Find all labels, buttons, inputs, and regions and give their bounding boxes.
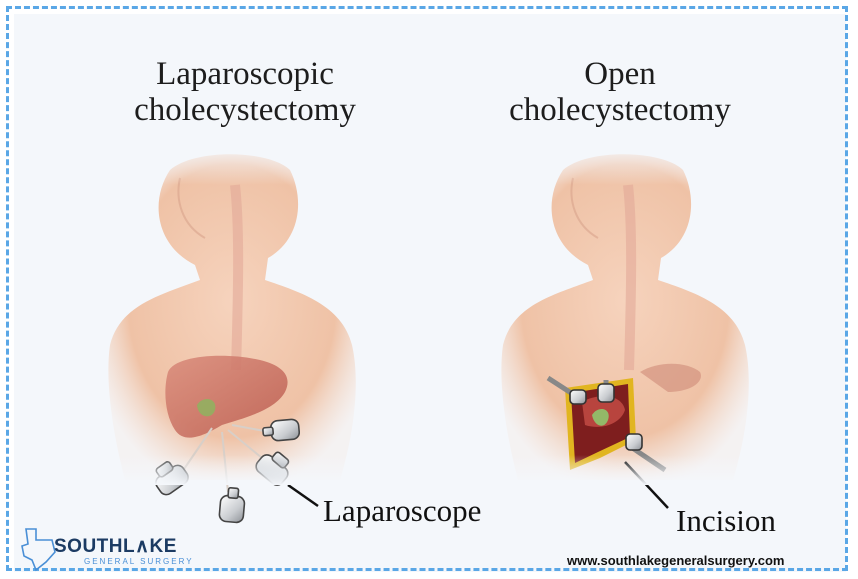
logo-subtitle: GENERAL SURGERY bbox=[84, 557, 194, 566]
label-incision: Incision bbox=[676, 503, 776, 539]
texas-logo-icon bbox=[22, 529, 55, 570]
logo-name: SOUTHL∧KE bbox=[54, 535, 177, 558]
label-laparoscope: Laparoscope bbox=[323, 493, 481, 529]
left-torso bbox=[108, 154, 355, 480]
footer-url[interactable]: www.southlakegeneralsurgery.com bbox=[567, 553, 784, 568]
laparoscope-pointer bbox=[288, 485, 318, 506]
